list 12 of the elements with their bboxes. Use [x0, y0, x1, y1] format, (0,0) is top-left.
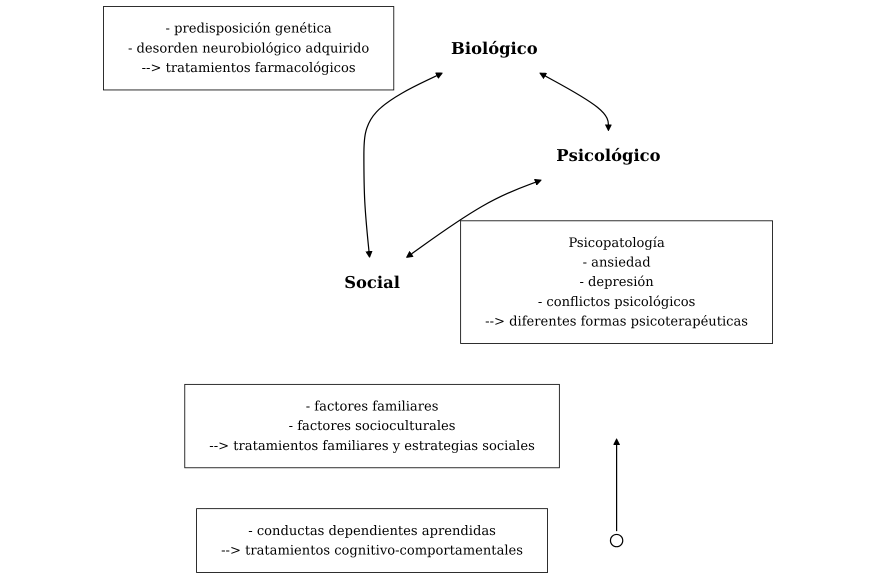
- arrow: [539, 72, 612, 132]
- node-text: Biológico: [451, 38, 538, 58]
- node-box: [196, 508, 548, 573]
- node-text: Social: [344, 272, 400, 292]
- node-circle: [610, 534, 624, 548]
- node-box: [460, 220, 773, 344]
- node-text: Psicológico: [556, 146, 661, 166]
- arrow: [406, 178, 542, 258]
- node-box: [103, 6, 394, 90]
- node-box: [184, 384, 560, 468]
- arrow: [363, 72, 443, 258]
- arrow: [613, 438, 620, 532]
